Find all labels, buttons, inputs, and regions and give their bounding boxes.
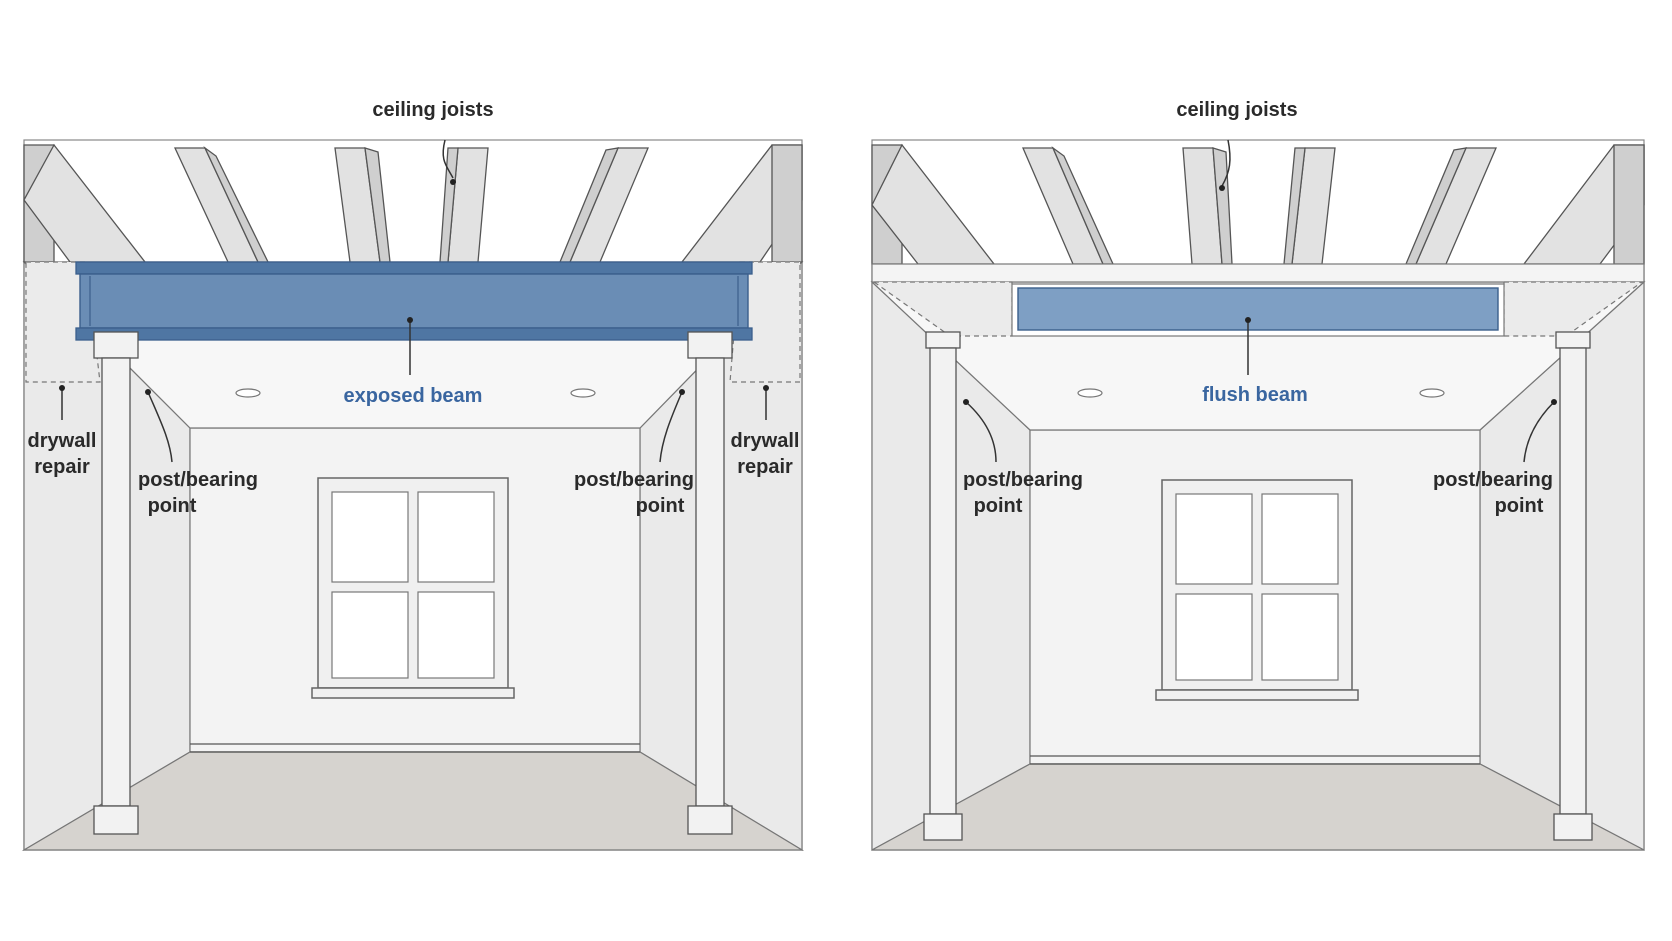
left-drywall-label-line2: repair (34, 456, 90, 478)
leader-dot (763, 385, 769, 391)
left-window-pane (417, 591, 495, 679)
flush-beam (1017, 287, 1499, 331)
post-base (687, 805, 733, 835)
right-joist-leader (1221, 139, 1231, 187)
post-shaft (101, 357, 131, 807)
exposed-beam-top-flange (75, 261, 753, 275)
exposed-beam-bottom-flange (75, 327, 753, 341)
post-base (1553, 813, 1593, 841)
left-drywall-label-line1: drywall (28, 430, 97, 452)
right-ceiling-joists (871, 143, 1645, 265)
right-panel-right-post-leader (1523, 401, 1555, 463)
right-drywall-label-line2: repair (737, 456, 793, 478)
joist (1613, 144, 1645, 265)
right-panel-left-post-label-line1: post/bearing (963, 469, 1083, 491)
left-recessed-light (570, 388, 596, 398)
leader-dot (59, 385, 65, 391)
left-window-pane (331, 591, 409, 679)
left-recessed-light (235, 388, 261, 398)
post-cap (925, 331, 961, 349)
right-panel: ceiling joists flush beam post/bearing p… (870, 99, 1646, 852)
leader-dot (679, 389, 685, 395)
exposed-beam (75, 261, 753, 341)
right-panel-left-post-label-line2: point (974, 495, 1023, 517)
leader-dot (407, 317, 413, 323)
leader-dot (145, 389, 151, 395)
post-shaft (929, 347, 957, 815)
leader-dot (1245, 317, 1251, 323)
right-window-sill (1155, 689, 1359, 701)
leader-dot (1551, 399, 1557, 405)
right-window-pane (1175, 593, 1253, 681)
right-recessed-light (1077, 388, 1103, 398)
left-window-pane (417, 491, 495, 583)
post-cap (687, 331, 733, 359)
left-window-sill (311, 687, 515, 699)
right-window (1155, 479, 1359, 701)
post-cap (93, 331, 139, 359)
left-window (311, 477, 515, 699)
post-shaft (695, 357, 725, 807)
leader-dot (1219, 185, 1225, 191)
post-cap (1555, 331, 1591, 349)
ceiling-drywall-edge (871, 263, 1645, 283)
exposed-beam-web (79, 273, 749, 329)
right-post (687, 331, 733, 835)
flush-beam-label: flush beam (1202, 384, 1308, 406)
right-panel-right-post (1553, 331, 1593, 841)
exposed-beam-label: exposed beam (344, 385, 483, 407)
leader-dot (450, 179, 456, 185)
left-post-label-line2: point (148, 495, 197, 517)
right-window-pane (1175, 493, 1253, 585)
post-base (93, 805, 139, 835)
post-shaft (1559, 347, 1587, 815)
left-window-pane (331, 491, 409, 583)
post-base (923, 813, 963, 841)
right-post-leader (659, 391, 683, 463)
right-recessed-light (1419, 388, 1445, 398)
left-post-label-line1: post/bearing (138, 469, 258, 491)
left-post (93, 331, 139, 835)
joist (771, 144, 803, 263)
left-joist-leader (442, 139, 454, 179)
right-post-label-line1: post/bearing (574, 469, 694, 491)
right-panel-left-post-leader (965, 401, 997, 463)
left-joists-label: ceiling joists (372, 99, 493, 121)
right-panel-left-post (923, 331, 963, 841)
right-post-label-line2: point (636, 495, 685, 517)
left-post-leader (147, 391, 173, 463)
left-panel: ceiling joists exposed beam drywall repa… (21, 99, 805, 852)
leader-dot (963, 399, 969, 405)
right-window-pane (1261, 493, 1339, 585)
right-window-pane (1261, 593, 1339, 681)
right-drywall-transition (1503, 281, 1644, 337)
right-panel-right-post-label-line1: post/bearing (1433, 469, 1553, 491)
right-drywall-label-line1: drywall (731, 430, 800, 452)
left-ceiling-joists (23, 143, 803, 263)
right-joists-label: ceiling joists (1176, 99, 1297, 121)
right-panel-right-post-label-line2: point (1495, 495, 1544, 517)
